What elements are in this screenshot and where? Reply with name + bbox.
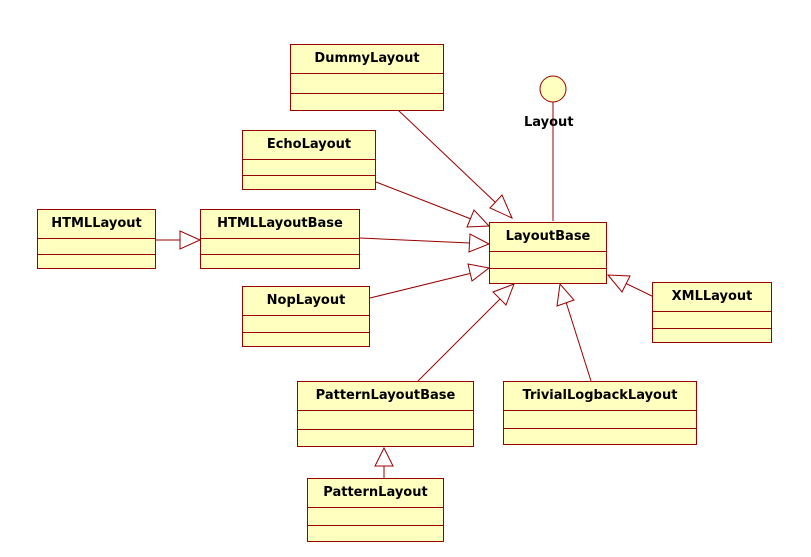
attributes-compartment	[38, 239, 155, 255]
layout-interface-label: Layout	[524, 115, 574, 130]
generalization-xml	[624, 282, 657, 299]
attributes-compartment	[243, 316, 369, 333]
operations-compartment	[243, 333, 369, 348]
class-name: HTMLLayout	[38, 210, 155, 239]
class-name: TrivialLogbackLayout	[504, 382, 696, 411]
class-xml-layout[interactable]: XMLLayout	[652, 282, 772, 343]
generalization-dummy	[397, 109, 497, 204]
class-name: NopLayout	[243, 287, 369, 316]
class-name: PatternLayout	[308, 479, 443, 508]
generalization-arrowhead	[374, 446, 394, 467]
operations-compartment	[291, 94, 443, 112]
class-name: PatternLayoutBase	[298, 382, 473, 411]
generalization-arrowhead	[556, 282, 575, 307]
generalization-echo	[375, 181, 472, 220]
generalization-arrowhead	[489, 194, 513, 219]
operations-compartment	[298, 430, 473, 448]
class-name: DummyLayout	[291, 45, 443, 74]
class-html-layout-base[interactable]: HTMLLayoutBase	[200, 209, 360, 269]
generalization-nop	[369, 272, 473, 299]
generalization-arrowhead	[466, 209, 491, 228]
attributes-compartment	[653, 312, 771, 329]
attributes-compartment	[298, 411, 473, 430]
layout-interface-icon	[539, 75, 567, 103]
operations-compartment	[201, 255, 359, 270]
generalization-arrowhead	[179, 230, 202, 250]
attributes-compartment	[490, 252, 606, 269]
generalization-arrowhead	[467, 263, 491, 282]
operations-compartment	[490, 269, 606, 285]
operations-compartment	[308, 526, 443, 543]
generalization-arrowhead	[492, 283, 515, 306]
attributes-compartment	[504, 411, 696, 429]
class-nop-layout[interactable]: NopLayout	[242, 286, 370, 347]
operations-compartment	[38, 255, 155, 270]
attributes-compartment	[291, 74, 443, 94]
attributes-compartment	[308, 508, 443, 526]
class-html-layout[interactable]: HTMLLayout	[37, 209, 156, 269]
operations-compartment	[504, 429, 696, 446]
class-trivial-logback-layout[interactable]: TrivialLogbackLayout	[503, 381, 697, 445]
operations-compartment	[243, 176, 375, 191]
class-name: XMLLayout	[653, 283, 771, 312]
class-pattern-layout-base[interactable]: PatternLayoutBase	[297, 381, 474, 447]
class-dummy-layout[interactable]: DummyLayout	[290, 44, 444, 111]
class-pattern-layout[interactable]: PatternLayout	[307, 478, 444, 542]
class-name: HTMLLayoutBase	[201, 210, 359, 239]
generalization-trivial	[565, 301, 592, 382]
operations-compartment	[653, 329, 771, 344]
generalization-arrowhead	[468, 233, 491, 253]
attributes-compartment	[201, 239, 359, 255]
generalization-patternbase	[417, 297, 502, 382]
generalization-arrowhead	[606, 274, 631, 293]
class-name: LayoutBase	[490, 223, 606, 252]
attributes-compartment	[243, 160, 375, 176]
class-layout-base[interactable]: LayoutBase	[489, 222, 607, 284]
class-echo-layout[interactable]: EchoLayout	[242, 130, 376, 190]
generalization-htmlbase	[359, 237, 471, 244]
class-name: EchoLayout	[243, 131, 375, 160]
